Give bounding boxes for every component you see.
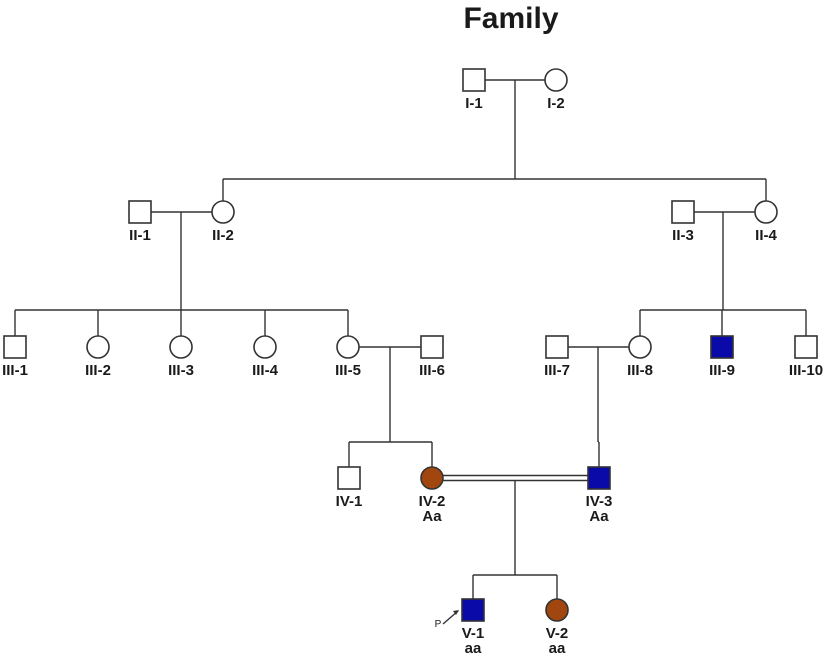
individual-ii-1-symbol: [128, 200, 152, 224]
individual-iii-3-symbol: [169, 335, 193, 359]
individual-iv-3-symbol: [587, 466, 611, 490]
proband-marker-label: P: [435, 619, 442, 630]
individual-iv-2-genotype: Aa: [422, 508, 442, 525]
individual-iii-9-symbol: [710, 335, 734, 359]
individual-iii-1-label: III-1: [2, 362, 28, 379]
individual-iii-5-symbol: [336, 335, 360, 359]
individual-symbols: [3, 68, 818, 622]
individual-iii-4-symbol: [253, 335, 277, 359]
proband-arrowhead-icon: [453, 610, 459, 615]
individual-iii-9-label: III-9: [709, 362, 735, 379]
individual-v-2-label: V-2: [546, 625, 569, 642]
individual-v-2-genotype: aa: [549, 640, 566, 657]
individual-iii-4-label: III-4: [252, 362, 278, 379]
individual-iii-6-label: III-6: [419, 362, 445, 379]
individual-iii-3-label: III-3: [168, 362, 194, 379]
individual-v-1-symbol: [461, 598, 485, 622]
individual-iv-2-symbol: [420, 466, 444, 490]
individual-iii-2-label: III-2: [85, 362, 111, 379]
individual-v-1-label: V-1: [462, 625, 485, 642]
individual-ii-4-symbol: [754, 200, 778, 224]
individual-iii-7-label: III-7: [544, 362, 570, 379]
individual-ii-4-label: II-4: [755, 227, 777, 244]
individual-i-1-symbol: [462, 68, 486, 92]
individual-iv-1-symbol: [337, 466, 361, 490]
individual-iii-1-symbol: [3, 335, 27, 359]
individual-iii-2-symbol: [86, 335, 110, 359]
individual-iii-5-label: III-5: [335, 362, 361, 379]
individual-iii-8-label: III-8: [627, 362, 653, 379]
individual-v-2-symbol: [545, 598, 569, 622]
individual-v-1-genotype: aa: [465, 640, 482, 657]
individual-ii-2-label: II-2: [212, 227, 234, 244]
individual-i-2-label: I-2: [547, 95, 565, 112]
individual-iv-3-label: IV-3: [586, 493, 613, 510]
individual-iii-7-symbol: [545, 335, 569, 359]
individual-iii-10-symbol: [794, 335, 818, 359]
individual-i-1-label: I-1: [465, 95, 483, 112]
individual-ii-3-label: II-3: [672, 227, 694, 244]
connector-lines: [14, 79, 807, 625]
individual-iv-2-label: IV-2: [419, 493, 446, 510]
individual-iii-10-label: III-10: [789, 362, 823, 379]
individual-ii-2-symbol: [211, 200, 235, 224]
individual-iii-8-symbol: [628, 335, 652, 359]
individual-iv-1-label: IV-1: [336, 493, 363, 510]
individual-i-2-symbol: [544, 68, 568, 92]
individual-ii-3-symbol: [671, 200, 695, 224]
individual-ii-1-label: II-1: [129, 227, 151, 244]
pedigree-title: Family: [463, 2, 558, 35]
individual-iii-6-symbol: [420, 335, 444, 359]
individual-iv-3-genotype: Aa: [589, 508, 609, 525]
